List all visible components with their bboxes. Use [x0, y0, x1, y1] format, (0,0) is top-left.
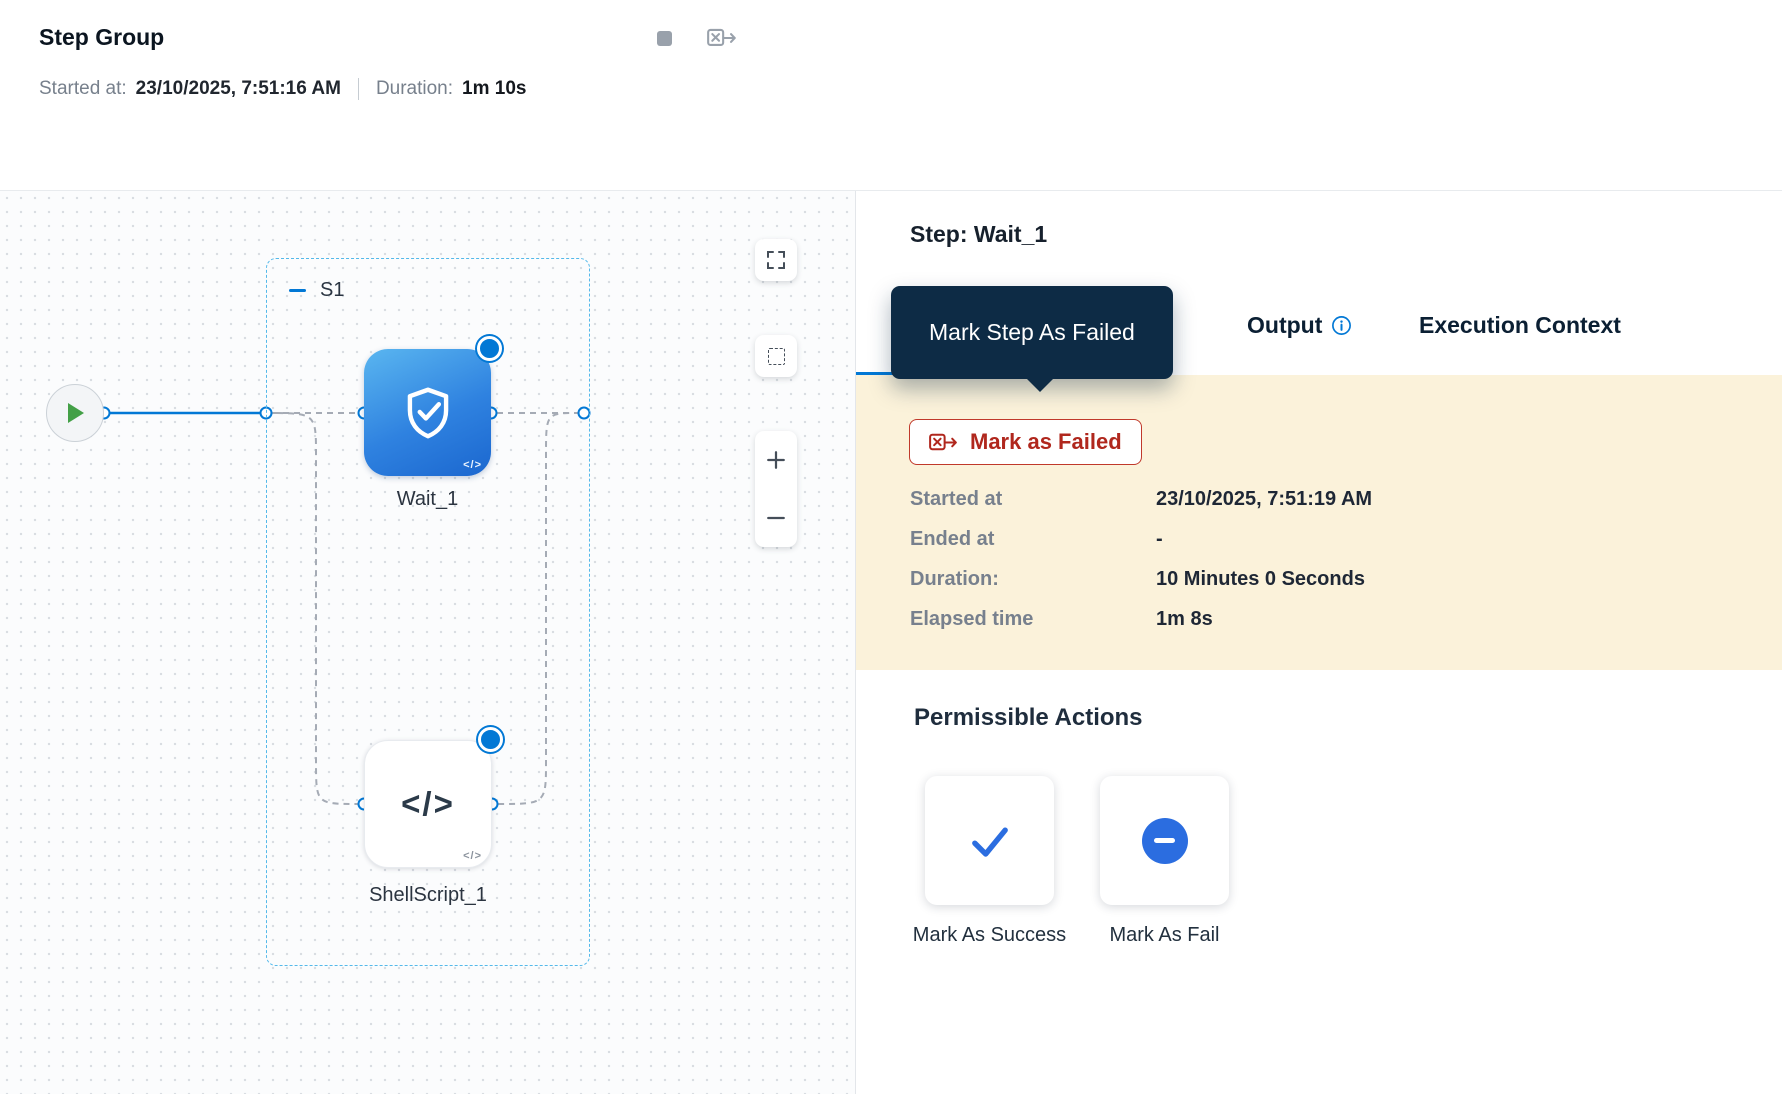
- mark-as-fail-label: Mark As Fail: [1109, 924, 1220, 946]
- info-icon[interactable]: [1331, 315, 1352, 336]
- step-detail-list: Started at 23/10/2025, 7:51:19 AM Ended …: [910, 479, 1372, 639]
- mark-as-failed-button[interactable]: Mark as Failed: [909, 419, 1142, 465]
- mark-step-as-failed-tooltip: Mark Step As Failed: [891, 286, 1173, 392]
- fullscreen-button[interactable]: [755, 239, 797, 281]
- duration-value: 1m 10s: [462, 78, 527, 99]
- mark-failed-toolbar-button[interactable]: [706, 26, 738, 50]
- active-tab-indicator: [856, 372, 900, 375]
- minus-icon: [767, 516, 785, 520]
- detail-value: -: [1156, 527, 1163, 550]
- code-badge-icon: </>: [463, 850, 482, 862]
- collapse-stage-icon[interactable]: [289, 288, 306, 293]
- stop-icon: [656, 30, 672, 46]
- detail-row: Ended at -: [910, 519, 1372, 559]
- tab-execution-context[interactable]: Execution Context: [1419, 312, 1621, 339]
- tooltip-caret: [1026, 378, 1054, 392]
- node-label-wait: Wait_1: [396, 488, 459, 510]
- duration-label: Duration:: [375, 78, 454, 99]
- detail-row: Started at 23/10/2025, 7:51:19 AM: [910, 479, 1372, 519]
- step-status-block: Mark as Failed Started at 23/10/2025, 7:…: [856, 375, 1782, 670]
- marquee-select-icon: [767, 347, 785, 365]
- header: Step Group Started at: 23/10/2025, 7:51:…: [0, 0, 1782, 191]
- started-at-value: 23/10/2025, 7:51:16 AM: [135, 78, 341, 99]
- pipeline-canvas[interactable]: S1 </> Wait_1 </> </> ShellScript_1: [0, 191, 855, 1094]
- code-badge-icon: </>: [463, 459, 482, 471]
- plus-icon: [767, 451, 785, 469]
- step-details-panel: Step: Wait_1 Output Execution Context: [855, 191, 1782, 1094]
- detail-label: Duration:: [910, 567, 999, 590]
- stop-button[interactable]: [652, 26, 676, 50]
- stage-group-box: S1: [266, 258, 590, 966]
- zoom-in-button[interactable]: [755, 431, 797, 489]
- mark-as-success-label: Mark As Success: [912, 924, 1067, 946]
- stage-label-row: S1: [289, 279, 344, 302]
- detail-label: Started at: [910, 487, 1003, 510]
- play-icon: [68, 403, 84, 423]
- permissible-actions-title: Permissible Actions: [914, 704, 1143, 731]
- detail-row: Duration: 10 Minutes 0 Seconds: [910, 559, 1372, 599]
- tab-output[interactable]: Output: [1247, 312, 1352, 339]
- stage-name: S1: [320, 279, 345, 301]
- started-at-label: Started at:: [39, 78, 127, 99]
- detail-row: Elapsed time 1m 8s: [910, 599, 1372, 639]
- tooltip-text: Mark Step As Failed: [929, 319, 1135, 345]
- execution-meta: Started at: 23/10/2025, 7:51:16 AM Durat…: [39, 78, 527, 100]
- detail-label: Elapsed time: [910, 607, 1034, 630]
- fullscreen-icon: [767, 251, 785, 269]
- marquee-select-button[interactable]: [755, 335, 797, 377]
- page-title: Step Group: [39, 24, 165, 50]
- detail-value: 1m 8s: [1156, 607, 1213, 630]
- code-icon: </>: [401, 785, 455, 822]
- shield-check-icon: [407, 387, 448, 438]
- node-shellscript-1[interactable]: </> </>: [364, 740, 492, 868]
- step-title: Step: Wait_1: [910, 221, 1048, 247]
- mark-failed-icon: [929, 433, 957, 450]
- minus-circle-icon: [1141, 817, 1188, 864]
- mark-failed-icon: [707, 28, 736, 46]
- tab-output-label: Output: [1247, 312, 1323, 338]
- meta-divider: [357, 78, 359, 100]
- check-icon: [971, 826, 1008, 857]
- node-label-shellscript: ShellScript_1: [369, 884, 487, 906]
- start-node: [46, 384, 104, 442]
- status-running-badge: [478, 727, 503, 752]
- zoom-out-button[interactable]: [755, 489, 797, 547]
- tab-execution-context-label: Execution Context: [1419, 312, 1621, 338]
- node-wait-1[interactable]: </>: [364, 349, 491, 476]
- detail-value: 10 Minutes 0 Seconds: [1156, 567, 1365, 590]
- mark-as-fail-card[interactable]: [1100, 776, 1229, 905]
- mark-as-failed-label: Mark as Failed: [970, 429, 1122, 454]
- detail-value: 23/10/2025, 7:51:19 AM: [1156, 487, 1373, 510]
- detail-label: Ended at: [910, 527, 995, 550]
- zoom-controls: [755, 431, 797, 547]
- mark-as-success-card[interactable]: [925, 776, 1054, 905]
- status-running-badge: [477, 336, 502, 361]
